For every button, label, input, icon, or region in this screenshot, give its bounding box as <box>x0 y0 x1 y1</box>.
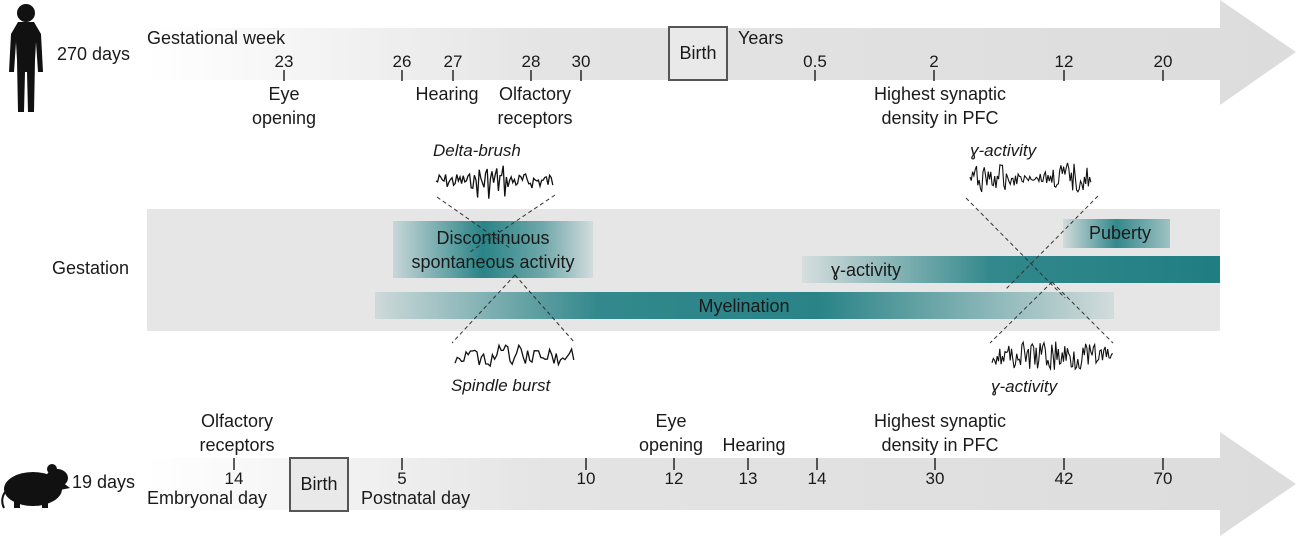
mouse-hearing-label: Hearing <box>722 435 785 455</box>
mouse-eye-opening-label: opening <box>639 435 703 455</box>
embryonal-day-title: Embryonal day <box>147 488 267 508</box>
human-eye-opening-label: opening <box>252 108 316 128</box>
human-synaptic-label: Highest synaptic <box>874 84 1006 104</box>
human-eye-opening-label: Eye <box>268 84 299 104</box>
gamma-top-label: ɣ-activity <box>970 141 1038 160</box>
tick-label: 10 <box>577 469 596 488</box>
tick-label: 30 <box>926 469 945 488</box>
spindle-burst-label: Spindle burst <box>451 376 552 395</box>
gamma-top-trace <box>969 162 1092 193</box>
mouse-olfactory-label: receptors <box>199 435 274 455</box>
puberty-label: Puberty <box>1089 223 1151 243</box>
tick-label: 42 <box>1055 469 1074 488</box>
delta-brush-label: Delta-brush <box>433 141 521 160</box>
tick-label: 30 <box>572 52 591 71</box>
connector-line <box>436 196 511 249</box>
tick-label: 0.5 <box>803 52 827 71</box>
tick-label: 14 <box>808 469 827 488</box>
tick-label: 26 <box>393 52 412 71</box>
tick-label: 28 <box>522 52 541 71</box>
mouse-timeline-arrow <box>147 432 1296 536</box>
human-birth-box <box>668 26 728 81</box>
tick-label: 12 <box>1055 52 1074 71</box>
myelination-label: Myelination <box>698 296 789 316</box>
puberty-bar <box>1063 219 1170 248</box>
mouse-duration-label: 19 days <box>72 472 135 492</box>
tick-label: 70 <box>1154 469 1173 488</box>
trace-connector-lines <box>436 194 1114 344</box>
myelination-bar <box>375 292 1114 319</box>
discontinuous-activity-label: Discontinuous <box>436 228 549 248</box>
human-synaptic-label: density in PFC <box>881 108 998 128</box>
mouse-olfactory-label: Olfactory <box>201 411 273 431</box>
postnatal-day-title: Postnatal day <box>361 488 470 508</box>
connector-line <box>469 194 556 253</box>
gamma-bottom-trace <box>991 340 1114 372</box>
human-duration-label: 270 days <box>57 44 130 64</box>
human-olfactory-label: Olfactory <box>499 84 571 104</box>
human-birth-label: Birth <box>679 43 716 63</box>
tick-label: 5 <box>397 469 406 488</box>
years-title: Years <box>738 28 783 48</box>
tick-label: 23 <box>275 52 294 71</box>
tick-label: 20 <box>1154 52 1173 71</box>
connector-line <box>1051 281 1114 344</box>
mouse-silhouette-icon <box>1 464 70 509</box>
tick-label: 13 <box>739 469 758 488</box>
human-silhouette-icon <box>9 4 43 112</box>
connector-line <box>1004 195 1099 291</box>
gamma-bottom-label: ɣ-activity <box>991 377 1059 396</box>
tick-label: 2 <box>929 52 938 71</box>
tick-label: 14 <box>225 469 244 488</box>
tick-label: 27 <box>444 52 463 71</box>
connector-line <box>965 197 1066 299</box>
discontinuous-activity-label: spontaneous activity <box>411 252 574 272</box>
gestation-row-label: Gestation <box>52 258 129 278</box>
discontinuous-activity-bar <box>393 221 593 278</box>
mouse-eye-opening-label: Eye <box>655 411 686 431</box>
human-olfactory-label: receptors <box>497 108 572 128</box>
mouse-birth-label: Birth <box>300 474 337 494</box>
mouse-synaptic-label: density in PFC <box>881 435 998 455</box>
connector-line <box>989 281 1053 344</box>
human-hearing-label: Hearing <box>415 84 478 104</box>
tick-label: 12 <box>665 469 684 488</box>
gestational-week-title: Gestational week <box>147 28 286 48</box>
mouse-birth-box <box>289 457 349 512</box>
spindle-burst-trace <box>454 343 575 368</box>
connector-line <box>514 274 576 344</box>
connector-line <box>451 274 516 344</box>
mouse-ticks <box>233 458 1164 470</box>
human-prenatal-ticks <box>283 70 1164 81</box>
delta-brush-trace <box>435 165 554 199</box>
mouse-synaptic-label: Highest synaptic <box>874 411 1006 431</box>
gamma-activity-bar <box>802 256 1220 283</box>
gamma-activity-label: ɣ-activity <box>831 260 901 280</box>
